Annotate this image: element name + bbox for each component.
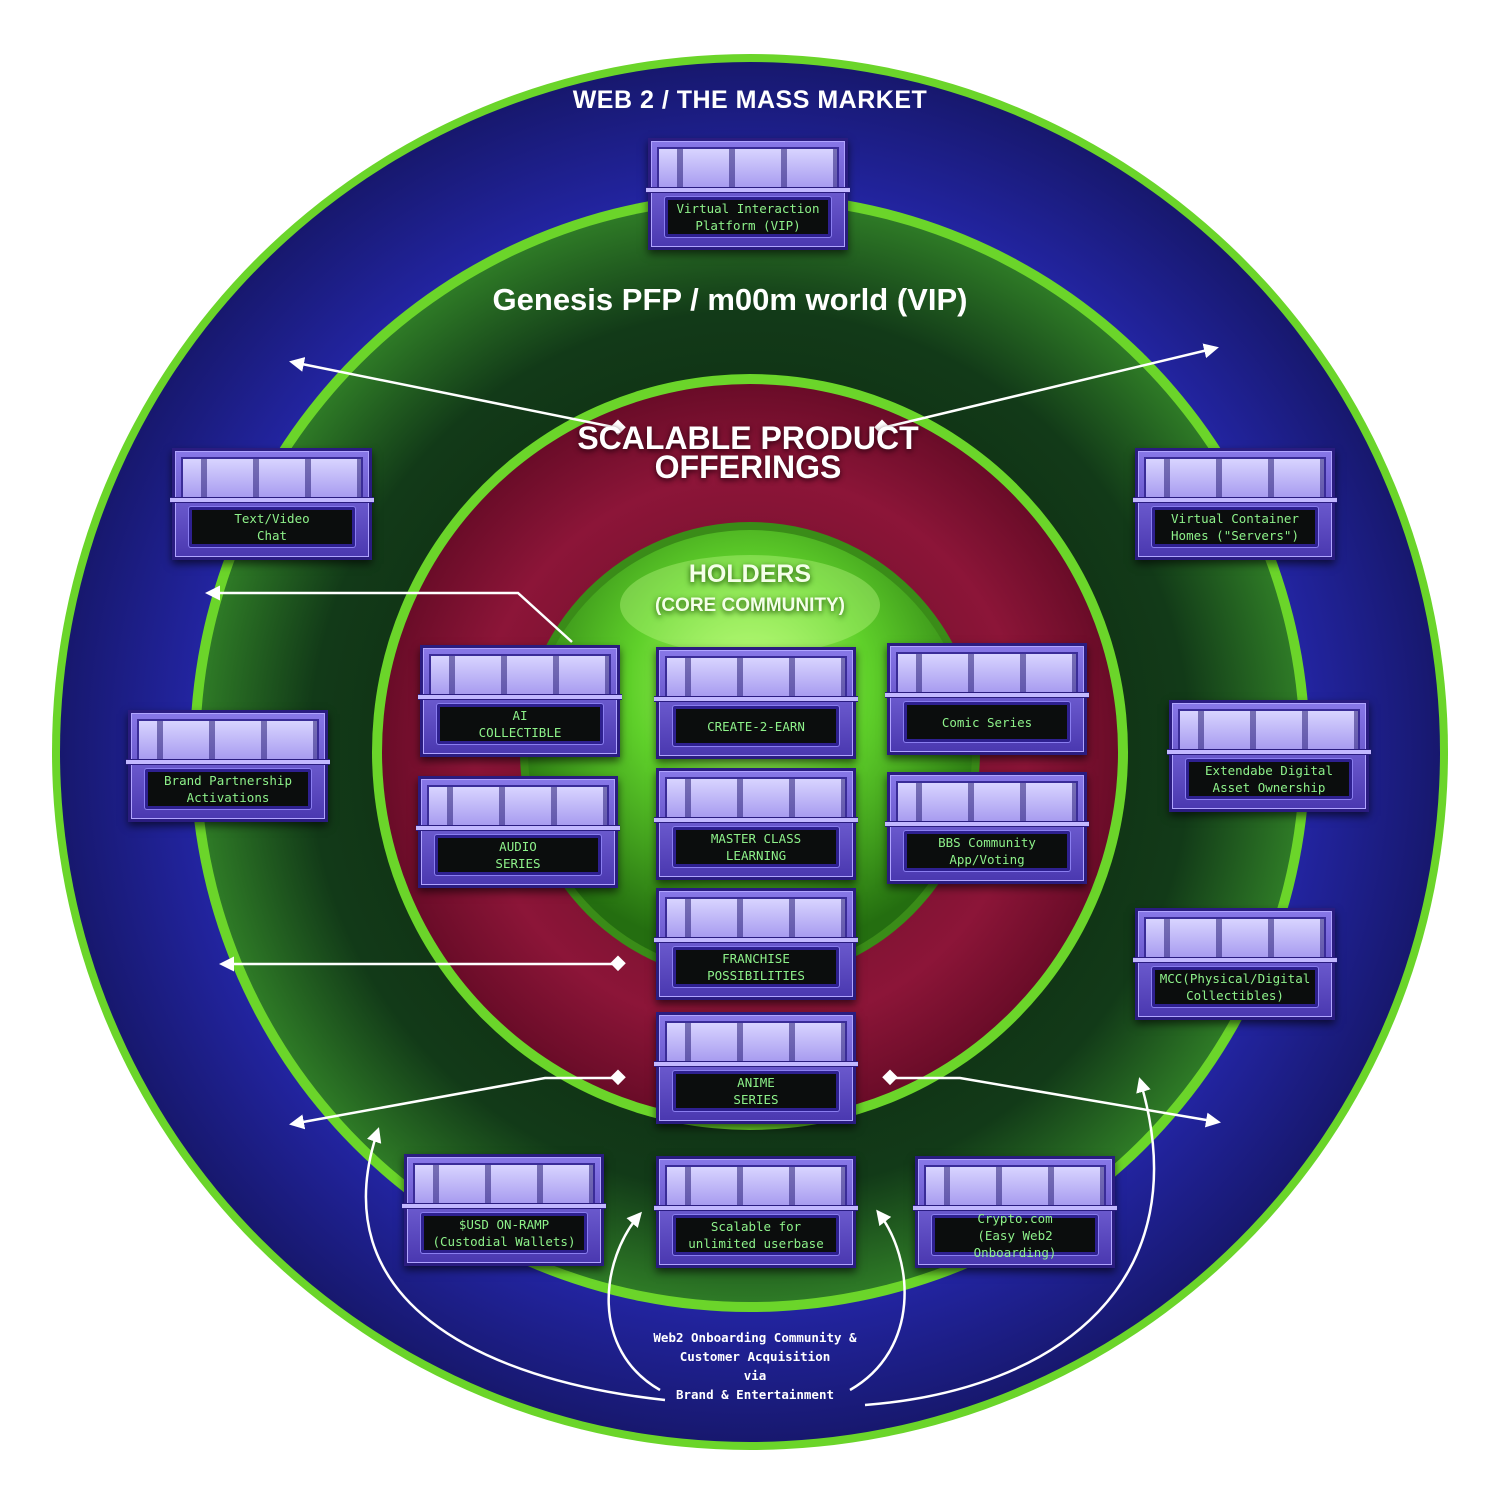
module-text: Text/Video Chat <box>234 511 310 543</box>
module-master-class: MASTER CLASS LEARNING <box>654 768 858 880</box>
module-screen: Virtual Container Homes ("Servers") <box>1152 507 1318 547</box>
module-screen: MASTER CLASS LEARNING <box>673 827 839 867</box>
module-screen: Comic Series <box>904 702 1070 742</box>
module-screen: Extendabe Digital Asset Ownership <box>1186 759 1352 799</box>
module-anime-series: ANIME SERIES <box>654 1012 858 1124</box>
arrow-upper-left <box>289 357 619 430</box>
module-text: Comic Series <box>941 714 1033 730</box>
module-screen: CREATE-2-EARN <box>673 706 839 746</box>
module-screen: AI COLLECTIBLE <box>437 704 603 744</box>
module-text: Virtual Container Homes ("Servers") <box>1171 511 1299 543</box>
curve-scalable <box>607 1211 661 1392</box>
module-text: BBS Community App/Voting <box>938 835 1036 867</box>
module-screen: Crypto.com (Easy Web2 Onboarding) <box>932 1211 1098 1260</box>
module-screen: Text/Video Chat <box>189 507 355 547</box>
arrow-lower-right <box>890 1076 1221 1128</box>
module-text: ANIME SERIES <box>733 1075 779 1107</box>
connector-arrows <box>205 343 1221 1407</box>
diamond-marker <box>610 419 626 436</box>
arrow-ai-to-chat <box>205 585 573 643</box>
module-screen: ANIME SERIES <box>673 1071 839 1111</box>
module-screen: Scalable for unlimited userbase <box>673 1215 839 1255</box>
scalable-title: SCALABLE PRODUCT OFFERINGS <box>577 420 919 485</box>
module-text: MCC(Physical/Digital Collectibles) <box>1159 971 1311 1003</box>
module-text: Virtual Interaction Platform (VIP) <box>676 201 820 233</box>
genesis-title: Genesis PFP / m00m world (VIP) <box>492 282 968 317</box>
module-vip: Virtual Interaction Platform (VIP) <box>646 138 850 250</box>
diamond-marker <box>874 419 890 436</box>
onboarding-note: Web2 Onboarding Community & Customer Acq… <box>653 1330 857 1402</box>
module-screen: $USD ON-RAMP (Custodial Wallets) <box>421 1213 587 1253</box>
module-bbs-community: BBS Community App/Voting <box>885 772 1089 884</box>
module-screen: FRANCHISE POSSIBILITIES <box>673 947 839 987</box>
module-screen: Brand Partnership Activations <box>145 769 311 809</box>
module-text: Brand Partnership Activations <box>164 773 292 805</box>
module-screen: Virtual Interaction Platform (VIP) <box>665 197 831 237</box>
arrow-lower-left <box>289 1076 618 1130</box>
module-brand-partnership: Brand Partnership Activations <box>126 710 330 822</box>
module-virtual-container-homes: Virtual Container Homes ("Servers") <box>1133 448 1337 560</box>
module-text-video-chat: Text/Video Chat <box>170 448 374 560</box>
curve-mcc <box>864 1077 1156 1407</box>
diamond-marker <box>610 1069 626 1086</box>
module-text: AI COLLECTIBLE <box>478 708 562 740</box>
module-audio-series: AUDIO SERIES <box>416 776 620 888</box>
module-extendable-asset: Extendabe Digital Asset Ownership <box>1167 700 1371 812</box>
module-screen: BBS Community App/Voting <box>904 831 1070 871</box>
module-mcc-collectibles: MCC(Physical/Digital Collectibles) <box>1133 908 1337 1020</box>
module-text: Extendabe Digital Asset Ownership <box>1205 763 1333 795</box>
module-text: CREATE-2-EARN <box>707 718 805 734</box>
module-text: AUDIO SERIES <box>495 839 541 871</box>
module-crypto-com: Crypto.com (Easy Web2 Onboarding) <box>913 1156 1117 1268</box>
module-franchise: FRANCHISE POSSIBILITIES <box>654 888 858 1000</box>
arrow-upper-right <box>881 343 1219 430</box>
module-usd-onramp: $USD ON-RAMP (Custodial Wallets) <box>402 1154 606 1266</box>
module-text: FRANCHISE POSSIBILITIES <box>707 951 805 983</box>
diamond-marker <box>610 955 626 972</box>
holders-title: HOLDERS <box>688 560 812 588</box>
module-text: MASTER CLASS LEARNING <box>710 831 802 863</box>
module-scalable-userbase: Scalable for unlimited userbase <box>654 1156 858 1268</box>
module-comic-series: Comic Series <box>885 643 1089 755</box>
module-text: Crypto.com (Easy Web2 Onboarding) <box>973 1210 1057 1260</box>
module-text: $USD ON-RAMP (Custodial Wallets) <box>432 1217 576 1249</box>
curve-crypto <box>849 1209 906 1392</box>
module-screen: AUDIO SERIES <box>435 835 601 875</box>
holders-subtitle: (CORE COMMUNITY) <box>655 595 845 616</box>
module-ai-collectible: AI COLLECTIBLE <box>418 645 622 757</box>
module-screen: MCC(Physical/Digital Collectibles) <box>1152 967 1318 1007</box>
holders-glow <box>620 555 880 655</box>
curve-onramp <box>364 1127 666 1402</box>
diamond-markers <box>610 419 898 1086</box>
diamond-marker <box>882 1069 898 1086</box>
mass-market-title: WEB 2 / THE MASS MARKET <box>572 86 928 114</box>
module-create-2-earn: CREATE-2-EARN <box>654 647 858 759</box>
module-text: Scalable for unlimited userbase <box>688 1219 824 1251</box>
